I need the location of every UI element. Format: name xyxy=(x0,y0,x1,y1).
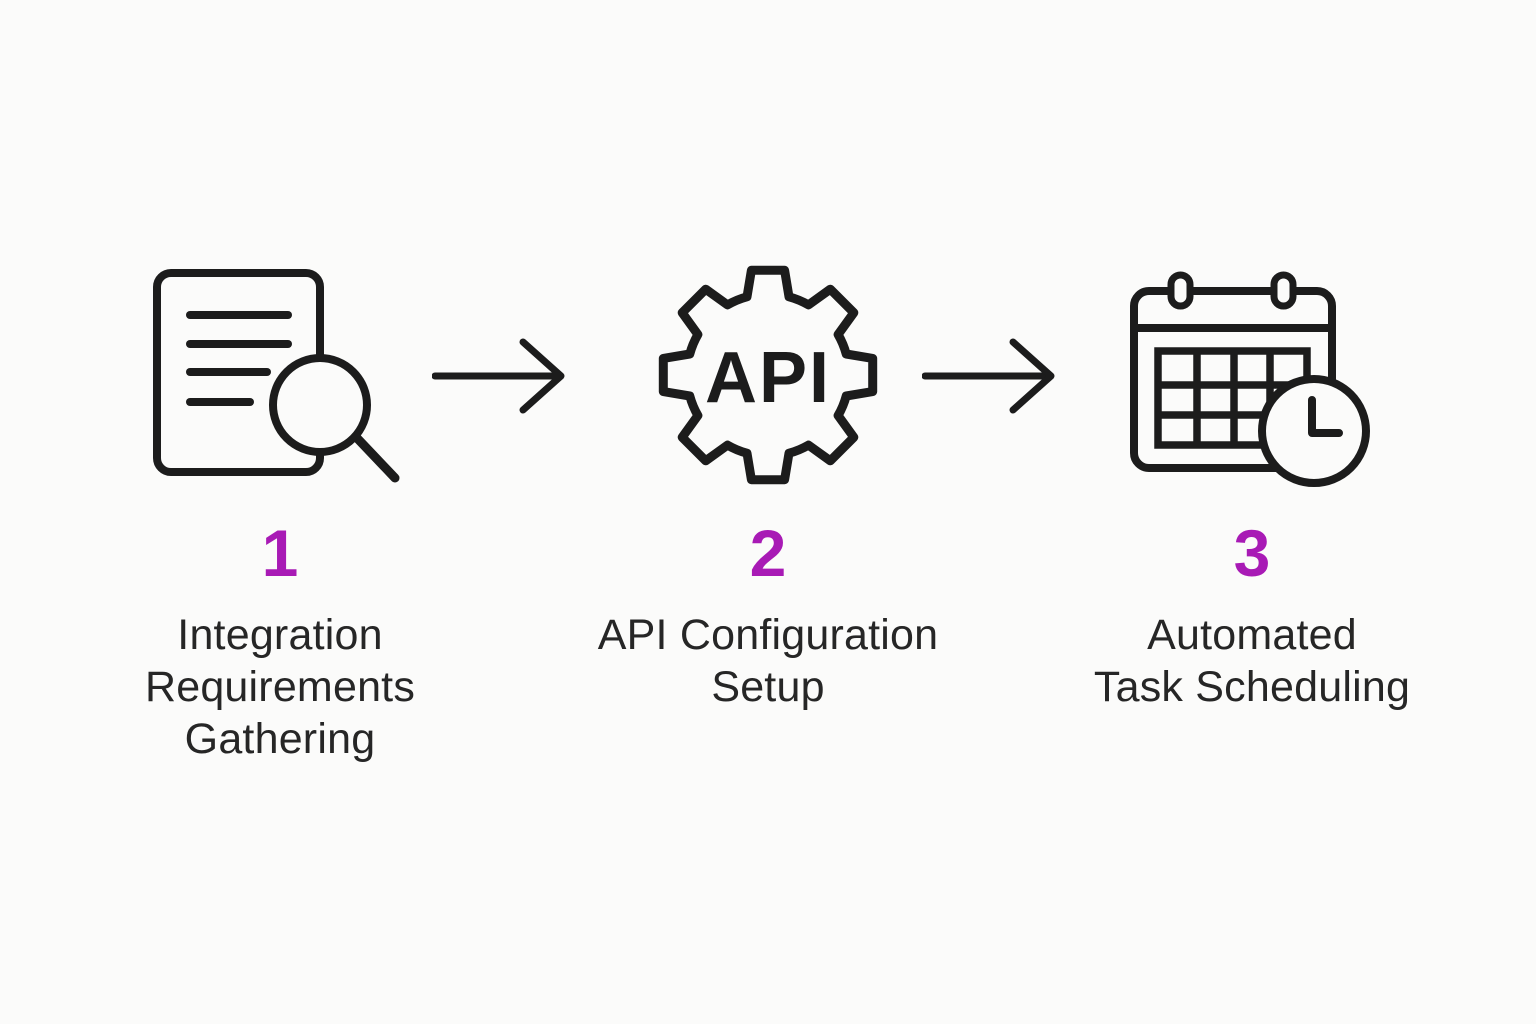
arrow-right-icon-svg xyxy=(432,338,565,414)
step-number: 3 xyxy=(1233,516,1271,590)
calendar-clock-icon xyxy=(1127,270,1375,492)
gear-api-label: API xyxy=(705,338,831,418)
magnifier-lens xyxy=(269,354,371,456)
document-search-icon xyxy=(150,264,406,490)
clock-hands xyxy=(1308,396,1343,437)
calendar-ring-left xyxy=(1167,271,1194,310)
arrow-right-icon xyxy=(922,337,1058,415)
step-number: 2 xyxy=(749,516,787,590)
step-1: 1 Integration Requirements Gathering xyxy=(30,520,530,765)
step-label: Automated Task Scheduling xyxy=(1093,611,1411,711)
arrow-right-icon-svg xyxy=(922,338,1055,414)
document-search-icon-svg xyxy=(153,269,400,483)
step-3: 3 Automated Task Scheduling xyxy=(1002,520,1502,713)
calendar-ring-right xyxy=(1270,271,1297,310)
arrow-right-icon xyxy=(432,337,568,415)
calendar-clock-icon-svg xyxy=(1130,271,1370,487)
magnifier-handle xyxy=(352,433,400,483)
document-text-lines xyxy=(186,311,292,406)
api-gear-icon: API xyxy=(653,260,883,490)
step-label: Integration Requirements Gathering xyxy=(144,611,416,763)
step-number: 1 xyxy=(261,516,299,590)
step-2: 2 API Configuration Setup xyxy=(518,520,1018,713)
api-gear-icon-svg: API xyxy=(658,265,878,485)
step-label: API Configuration Setup xyxy=(597,611,939,711)
gear-outline xyxy=(658,265,878,485)
